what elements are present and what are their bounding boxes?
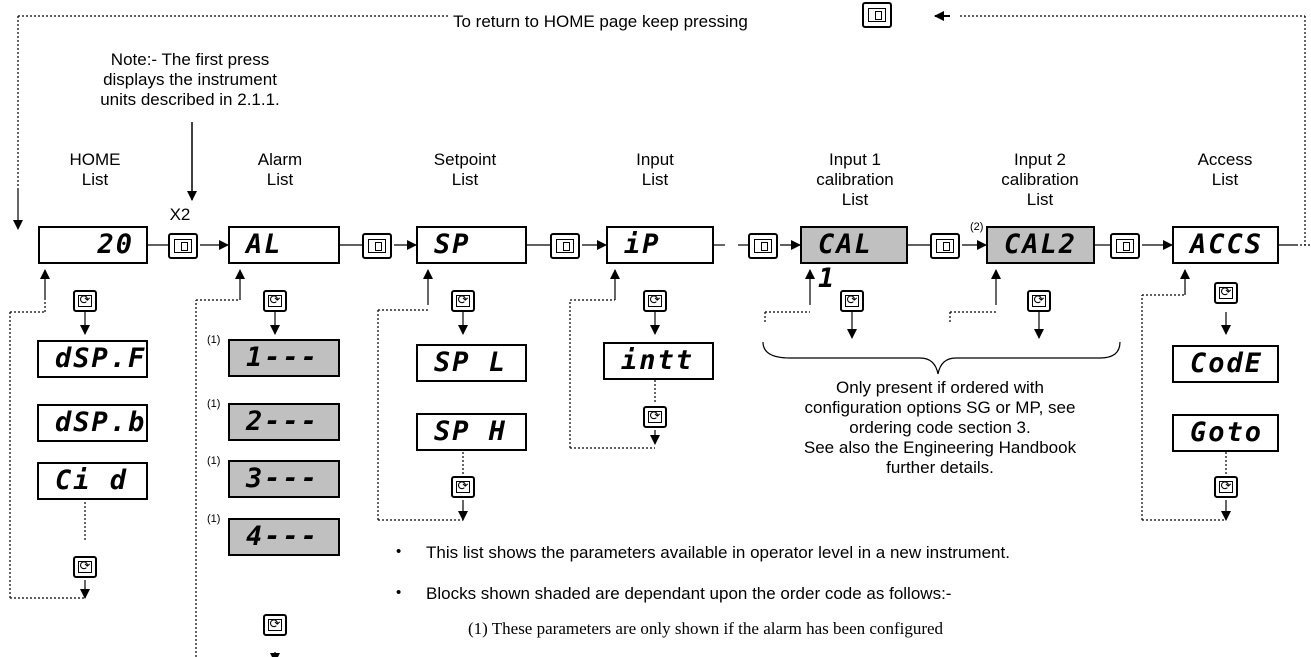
page-key-icon — [168, 233, 198, 259]
note-line-3: units described in 2.1.1. — [100, 90, 280, 109]
page-key-icon — [862, 2, 892, 28]
home-display: 20 — [38, 226, 148, 264]
scroll-key-icon: ⟳ — [73, 290, 97, 312]
alarm-param-3: 3--- — [228, 460, 340, 498]
alarm-param-4: 4--- — [228, 518, 340, 556]
scroll-key-icon: ⟳ — [451, 290, 475, 312]
brace-note-line-1: Only present if ordered with — [836, 378, 1044, 397]
scroll-key-icon: ⟳ — [643, 290, 667, 312]
input-display: iP — [606, 226, 714, 264]
setpoint-list-title: Setpoint List — [433, 150, 497, 189]
cal2-footnote-mark: (2) — [970, 221, 984, 233]
alarm-list-title: Alarm List — [257, 150, 303, 189]
alarm-param-2: 2--- — [228, 403, 340, 441]
page-key-icon — [362, 233, 392, 259]
access-param-goto: Goto — [1172, 414, 1279, 452]
input1-cal-list-title: Input 1 calibration List — [816, 150, 894, 209]
page-key-icon — [550, 233, 580, 259]
access-list-title: Access List — [1197, 150, 1253, 189]
input2-cal-list-title: Input 2 calibration List — [1001, 150, 1079, 209]
alarm-footnote-mark: (1) — [207, 455, 221, 467]
brace-note-line-5: further details. — [886, 458, 994, 477]
scroll-key-icon: ⟳ — [840, 290, 864, 312]
input2-cal-display: CAL2 — [986, 226, 1095, 264]
alarm-footnote-mark: (1) — [207, 513, 221, 525]
brace-note-line-3: ordering code section 3. — [849, 418, 1031, 437]
scroll-key-icon: ⟳ — [451, 476, 475, 498]
scroll-key-icon: ⟳ — [1214, 476, 1238, 498]
scroll-key-icon: ⟳ — [263, 290, 287, 312]
x2-label: X2 — [169, 205, 191, 224]
bullet-sub-text: (1) These parameters are only shown if t… — [468, 619, 944, 638]
bullet-marker: • — [396, 584, 402, 601]
scroll-key-icon: ⟳ — [1214, 282, 1238, 304]
home-param-dspf: dSP.F — [37, 340, 148, 378]
note-line-1: Note:- The first press — [110, 50, 270, 69]
alarm-footnote-mark: (1) — [207, 398, 221, 410]
scroll-key-icon: ⟳ — [73, 556, 97, 578]
bullet-text-1: This list shows the parameters available… — [426, 543, 1010, 562]
brace-note-line-4: See also the Engineering Handbook — [803, 438, 1077, 457]
scroll-key-icon: ⟳ — [1027, 290, 1051, 312]
alarm-footnote-mark: (1) — [207, 334, 221, 346]
note-line-2: displays the instrument — [103, 70, 277, 89]
home-list-title: HOME List — [69, 150, 121, 189]
setpoint-display: SP — [416, 226, 527, 264]
home-param-dspb: dSP.b — [37, 404, 148, 442]
scroll-key-icon: ⟳ — [643, 406, 667, 428]
bullet-marker: • — [396, 543, 402, 560]
setpoint-param-sph: SP H — [416, 413, 527, 451]
input-param-intt: intt — [603, 342, 714, 380]
return-home-note: To return to HOME page keep pressing — [453, 12, 748, 31]
input-list-title: Input List — [636, 150, 674, 189]
bullet-text-2: Blocks shown shaded are dependant upon t… — [426, 584, 952, 603]
setpoint-param-spl: SP L — [416, 344, 527, 382]
alarm-display: AL — [228, 226, 340, 264]
access-display: ACCS — [1172, 226, 1279, 264]
page-key-icon — [748, 233, 778, 259]
alarm-param-1: 1--- — [228, 339, 340, 377]
brace-note-line-2: configuration options SG or MP, see — [804, 398, 1076, 417]
home-param-cid: Ci d — [37, 462, 148, 500]
scroll-key-icon: ⟳ — [263, 614, 287, 636]
access-param-code: CodE — [1172, 345, 1279, 383]
page-key-icon — [930, 233, 960, 259]
page-key-icon — [1110, 233, 1140, 259]
input1-cal-display: CAL 1 — [800, 226, 908, 294]
